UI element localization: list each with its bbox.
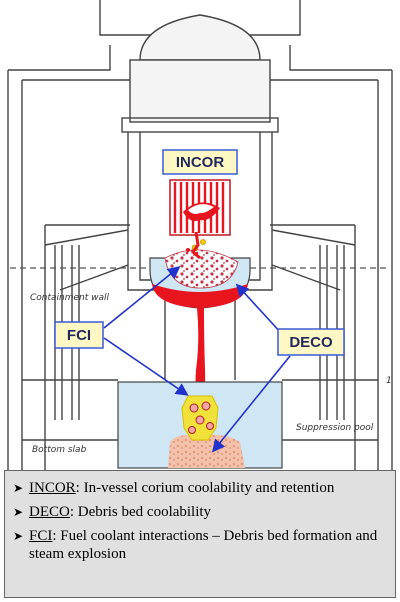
deco-label: DECO bbox=[277, 328, 345, 356]
arrowhead-bullet-icon: ➤ bbox=[13, 529, 24, 543]
svg-text:INCOR: INCOR bbox=[176, 154, 225, 171]
incor-label: INCOR bbox=[162, 149, 238, 175]
corium-melt-jet bbox=[190, 231, 206, 400]
fci-label: FCI bbox=[54, 321, 104, 349]
lower-head bbox=[149, 239, 251, 309]
deco-arrows bbox=[211, 283, 291, 453]
legend-item-deco: ➤ DECO: Debris bed coolability bbox=[13, 504, 212, 520]
svg-text:DECO: DECO bbox=[289, 334, 333, 351]
elevation-mark: 1 bbox=[386, 376, 392, 386]
bottom-slab-label: Bottom slab bbox=[32, 445, 87, 455]
fci-arrows bbox=[103, 265, 189, 396]
containment-wall-label: Containment wall bbox=[30, 293, 110, 303]
suppression-pool-label: Suppression pool bbox=[296, 423, 374, 433]
svg-text:FCI: FCI bbox=[67, 327, 91, 344]
arrowhead-bullet-icon: ➤ bbox=[13, 505, 24, 519]
legend-box: ➤ INCOR: In-vessel corium coolability an… bbox=[4, 470, 396, 598]
cavity-water-pool bbox=[117, 381, 283, 469]
legend-item-fci: ➤ FCI: Fuel coolant interactions – Debri… bbox=[13, 528, 378, 562]
reactor-containment-diagram: Containment wall Suppression pool Bottom… bbox=[7, 0, 393, 470]
legend-item-incor: ➤ INCOR: In-vessel corium coolability an… bbox=[13, 480, 335, 496]
arrowhead-bullet-icon: ➤ bbox=[13, 481, 24, 495]
reactor-core bbox=[169, 179, 231, 236]
